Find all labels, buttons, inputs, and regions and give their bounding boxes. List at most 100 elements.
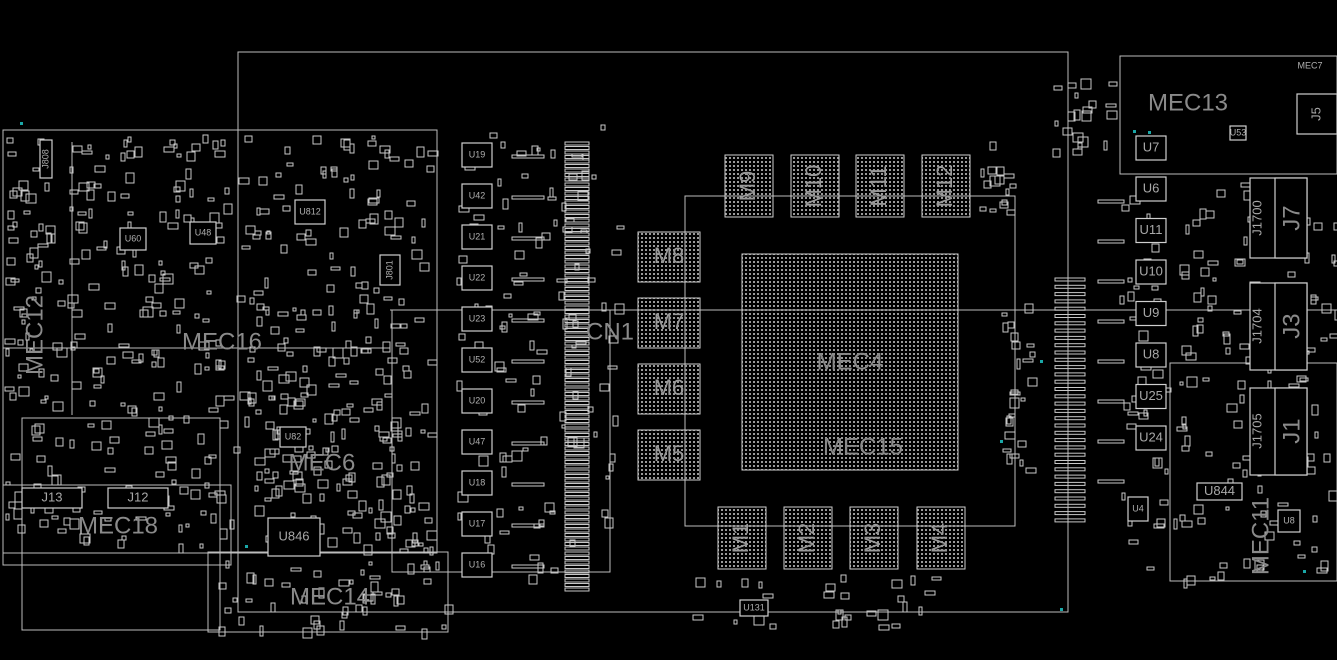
smd-pad [306,384,317,396]
regulator-u23[interactable] [461,306,493,332]
smd-pad [999,201,1009,209]
smd-pad [396,595,405,605]
smd-pad [52,342,63,351]
memory-chip-m10[interactable] [790,154,840,218]
regulator-u16[interactable] [461,552,493,578]
smd-pad [1217,571,1225,581]
regulator-u6[interactable] [1135,176,1167,202]
connector-j1[interactable] [1274,387,1308,476]
chip-u4[interactable] [1127,496,1149,522]
regulator-u11[interactable] [1135,217,1167,244]
memory-chip-m1[interactable] [717,506,767,570]
smd-pad [32,167,40,172]
regulator-u18[interactable] [461,470,493,496]
memory-chip-m4[interactable] [916,506,966,570]
smd-pad [1293,540,1301,546]
test-point[interactable] [245,545,248,548]
smd-pad [69,189,79,195]
memory-chip-m12[interactable] [921,154,971,218]
memory-chip-m6[interactable] [637,363,701,415]
smd-pad [349,417,360,423]
regulator-u22[interactable] [461,265,493,291]
regulator-u10[interactable] [1135,259,1167,285]
smd-pad [370,581,379,593]
test-point[interactable] [1303,570,1306,573]
regulator-u42[interactable] [461,183,493,209]
test-point[interactable] [1133,130,1136,133]
regulator-u19[interactable] [461,142,493,168]
memory-chip-m2[interactable] [783,506,833,570]
test-point[interactable] [20,122,23,125]
memory-chip-m3[interactable] [849,506,899,570]
group-label-cn1: CN1 [586,318,634,345]
smd-pad [151,361,157,368]
chip-u60[interactable] [119,227,147,251]
regulator-u9[interactable] [1135,300,1167,327]
chip-u48[interactable] [189,221,217,245]
regulator-u8[interactable] [1135,342,1167,368]
connector-j12[interactable] [107,487,169,509]
memory-chip-m8[interactable] [637,231,701,283]
smd-pad [508,313,513,318]
test-point[interactable] [1060,608,1063,611]
regulator-u52[interactable] [461,347,493,373]
gpu-bga[interactable] [741,253,959,471]
smd-pad [259,208,270,215]
smd-pad [478,455,489,467]
smd-pad [151,302,162,309]
smd-pad [384,149,390,159]
test-point[interactable] [1148,131,1151,134]
smd-pad [202,318,210,323]
chip-u82[interactable] [279,426,307,448]
chip-u131[interactable] [739,599,769,617]
smd-pad [362,593,367,604]
chip-u844[interactable] [1196,482,1243,501]
smd-pad [536,349,548,355]
cap-pad [1054,452,1086,457]
connector-j3[interactable] [1274,282,1308,371]
connector-j13[interactable] [21,487,83,509]
smd-pad [17,524,26,534]
smd-pad [328,305,334,316]
test-point[interactable] [1040,360,1043,363]
smd-pad [758,581,763,589]
memory-chip-m9[interactable] [724,154,774,218]
regulator-u47[interactable] [461,429,493,455]
cap-pad [564,419,590,423]
regulator-u21[interactable] [461,224,493,250]
memory-chip-m11[interactable] [855,154,905,218]
chip-u8b[interactable] [1277,509,1301,533]
regulator-u17[interactable] [461,511,493,537]
regulator-u25[interactable] [1135,383,1167,410]
smd-pad [844,614,852,621]
smd-pad [1017,440,1027,448]
smd-pad [159,310,167,317]
regulator-u7[interactable] [1135,135,1167,161]
chip-u812[interactable] [294,199,326,225]
smd-pad [197,433,205,445]
connector-j801[interactable] [379,254,401,286]
smd-pad [333,409,341,416]
regulator-u24[interactable] [1135,425,1167,451]
smd-pad [256,316,263,327]
connector-j7[interactable] [1274,177,1308,259]
smd-pad [287,397,296,407]
connector-j5[interactable] [1296,93,1337,135]
chip-u846[interactable] [267,517,321,557]
cap-pad [564,310,590,314]
regulator-u20[interactable] [461,388,493,414]
smd-pad [1123,402,1131,411]
smd-pad [278,374,290,384]
connector-j808[interactable] [39,139,53,179]
test-point[interactable] [1000,440,1003,443]
smd-pad [144,446,154,455]
smd-pad [289,470,299,475]
smd-pad [330,431,335,443]
memory-chip-m5[interactable] [637,429,701,481]
smd-pad [931,576,942,581]
memory-chip-m7[interactable] [637,297,701,349]
cap-pad [564,396,590,401]
chip-u53[interactable] [1229,125,1247,141]
resistor-pad [511,359,545,364]
